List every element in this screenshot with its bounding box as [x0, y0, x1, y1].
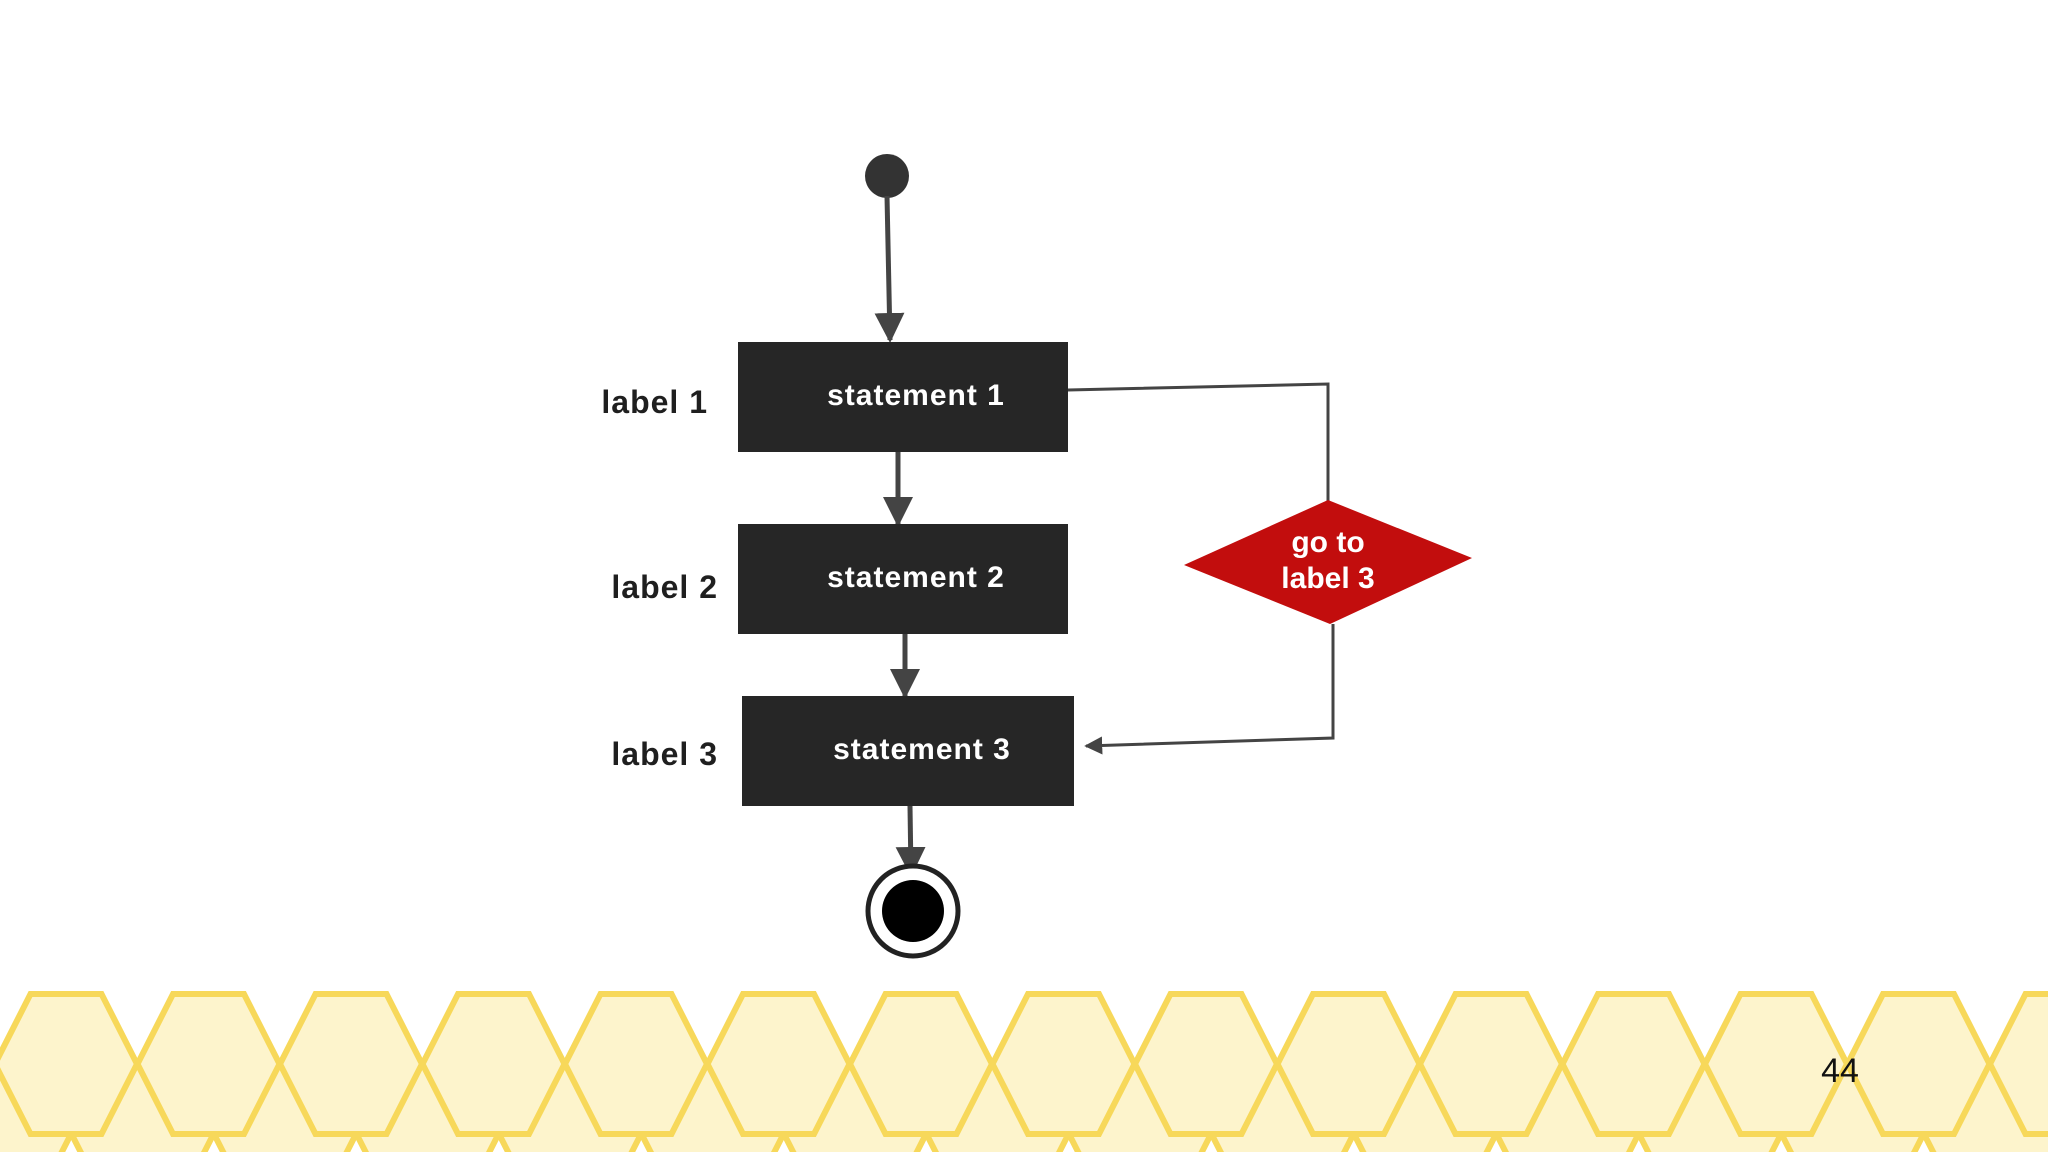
- goto-connector: [1067, 382, 1330, 502]
- statement-box: statement 1: [738, 342, 1068, 452]
- flowchart: statement 1 label 1 statement 2 label 2 …: [601, 154, 1472, 959]
- decision-label-line1: go to: [1291, 526, 1364, 559]
- node-label: label 2: [611, 569, 718, 605]
- honeycomb-footer: [0, 991, 2048, 1152]
- honeycomb-cell: [1986, 991, 2048, 1137]
- decision-diamond: go to label 3: [1184, 500, 1472, 624]
- statement-label: statement 2: [827, 561, 1005, 594]
- connector-arrow: [895, 805, 926, 877]
- statement-label: statement 3: [833, 733, 1011, 766]
- goto-connector-arrow: [1084, 624, 1335, 755]
- statement-box: statement 2: [738, 524, 1068, 634]
- statement-label: statement 1: [827, 379, 1005, 412]
- statement-box: statement 3: [742, 696, 1074, 806]
- connector-arrow: [874, 195, 905, 343]
- node-label: label 1: [601, 384, 708, 420]
- start-node: [865, 154, 909, 198]
- page-number: 44: [1821, 1052, 1859, 1090]
- decision-label-line2: label 3: [1281, 562, 1374, 595]
- node-label: label 3: [611, 736, 718, 772]
- end-node: [865, 863, 961, 959]
